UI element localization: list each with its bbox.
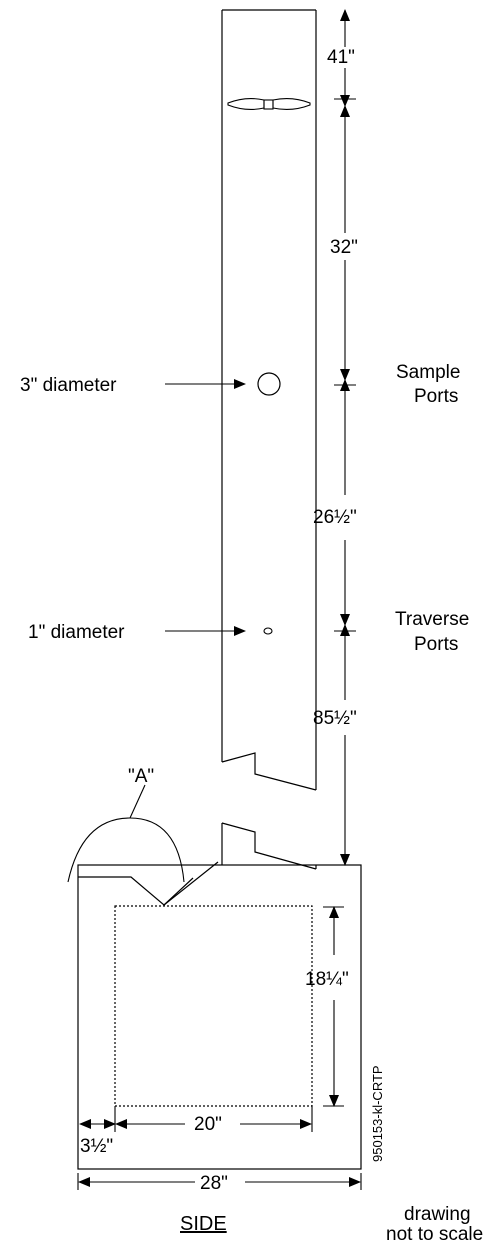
dim-damper-to-sample: 32"	[330, 237, 358, 258]
dim-window-width: 20"	[194, 1114, 222, 1135]
one-inch-diameter-label: 1" diameter	[28, 622, 125, 643]
traverse-port-icon	[263, 627, 273, 635]
vertical-dimension-chain	[334, 8, 356, 866]
sample-ports-label-line2: Ports	[414, 386, 458, 407]
traverse-ports-label-line2: Ports	[414, 634, 458, 655]
damper-icon	[227, 97, 311, 111]
detail-a-arc	[67, 817, 185, 883]
view-title: SIDE	[180, 1213, 227, 1235]
sample-port-icon	[257, 372, 281, 396]
note-line2: not to scale	[386, 1224, 483, 1243]
dim-window-height: 18¼"	[305, 969, 349, 990]
three-inch-diameter-label: 3" diameter	[20, 375, 117, 396]
sample-ports-label-line1: Sample	[396, 362, 460, 383]
drawing-number: 950153-kl-CRTP	[370, 1065, 385, 1162]
base-box	[77, 861, 362, 1170]
dim-box-width: 28"	[200, 1173, 228, 1194]
window-height-dimension	[323, 906, 344, 1107]
box-width-dimension	[77, 1173, 362, 1190]
dim-sample-to-traverse: 26½"	[313, 507, 357, 528]
dim-window-offset: 3½"	[80, 1136, 113, 1157]
traverse-ports-label-line1: Traverse	[395, 609, 469, 630]
note-line1: drawing	[404, 1204, 471, 1225]
window-width-dimension	[79, 1106, 313, 1132]
detail-a-label: "A"	[128, 766, 154, 787]
dim-top-to-damper: 41"	[327, 47, 355, 68]
dim-traverse-to-box: 85½"	[313, 708, 357, 729]
stack-column	[221, 9, 317, 870]
